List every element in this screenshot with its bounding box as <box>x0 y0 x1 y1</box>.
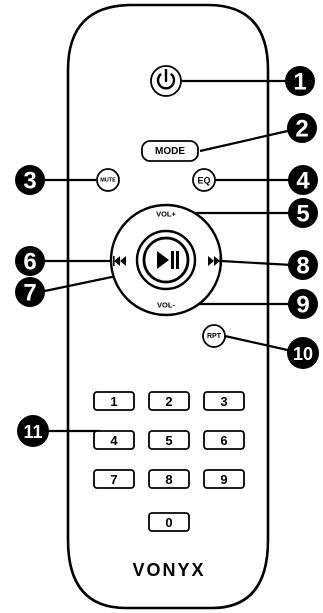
key-9-label: 9 <box>220 472 227 487</box>
eq-button[interactable]: EQ <box>192 168 216 192</box>
power-button[interactable] <box>150 65 182 97</box>
brand-logo: VONYX <box>132 560 205 580</box>
mode-button[interactable]: MODE <box>141 140 199 162</box>
callout-2-label: 2 <box>295 116 308 143</box>
callout-5-label: 5 <box>296 201 309 228</box>
callout-line-10 <box>224 334 293 353</box>
play-pause-icon <box>157 251 179 269</box>
callout-11-label: 11 <box>23 422 42 442</box>
callout-4: 4 <box>288 165 318 195</box>
play-pause-button[interactable] <box>135 229 197 291</box>
key-1-label: 1 <box>110 394 117 409</box>
callout-1-label: 1 <box>293 69 306 96</box>
callout-3-label: 3 <box>23 168 36 195</box>
key-5[interactable]: 5 <box>148 430 190 450</box>
callout-3: 3 <box>15 165 45 195</box>
key-4-label: 4 <box>110 433 118 448</box>
vol-down-button[interactable]: VOL- <box>157 301 175 310</box>
key-8[interactable]: 8 <box>148 469 190 489</box>
callout-line-2 <box>199 128 293 153</box>
key-4[interactable]: 4 <box>93 430 135 450</box>
callout-9-label: 9 <box>296 292 309 319</box>
callout-7: 7 <box>15 277 45 307</box>
key-3-label: 3 <box>220 394 227 409</box>
rpt-button[interactable]: RPT <box>202 324 226 348</box>
skip-back-icon <box>113 256 126 266</box>
callout-7-label: 7 <box>23 280 36 307</box>
key-2[interactable]: 2 <box>148 391 190 411</box>
callout-line-8 <box>220 259 293 267</box>
prev-button[interactable] <box>112 252 130 270</box>
next-button[interactable] <box>204 252 222 270</box>
callout-6: 6 <box>15 246 45 276</box>
skip-forward-icon <box>208 256 221 266</box>
callout-1: 1 <box>285 66 315 96</box>
key-0-label: 0 <box>165 515 172 530</box>
callout-9: 9 <box>288 289 318 319</box>
key-0[interactable]: 0 <box>148 512 190 532</box>
callout-8-label: 8 <box>296 253 309 280</box>
mute-button[interactable]: MUTE <box>96 168 120 192</box>
eq-label: EQ <box>197 176 210 186</box>
key-5-label: 5 <box>165 433 172 448</box>
callout-8: 8 <box>288 250 318 280</box>
callout-10: 10 <box>287 337 319 369</box>
key-3[interactable]: 3 <box>203 391 245 411</box>
rpt-label: RPT <box>207 333 222 340</box>
callout-5: 5 <box>288 198 318 228</box>
power-icon <box>156 68 176 90</box>
callout-10-label: 10 <box>293 344 313 364</box>
callout-11: 11 <box>17 415 49 447</box>
vol-up-button[interactable]: VOL+ <box>156 210 176 219</box>
key-6-label: 6 <box>220 433 227 448</box>
callout-4-label: 4 <box>296 168 310 195</box>
key-2-label: 2 <box>165 394 172 409</box>
key-7[interactable]: 7 <box>93 469 135 489</box>
mode-label: MODE <box>155 146 185 157</box>
key-9[interactable]: 9 <box>203 469 245 489</box>
key-1[interactable]: 1 <box>93 391 135 411</box>
callout-2: 2 <box>287 113 317 143</box>
key-6[interactable]: 6 <box>203 430 245 450</box>
key-8-label: 8 <box>165 472 172 487</box>
mute-label: MUTE <box>100 178 116 184</box>
keypad: 1 2 3 4 5 6 7 8 9 0 <box>93 391 245 532</box>
callout-6-label: 6 <box>23 249 36 276</box>
key-7-label: 7 <box>110 472 117 487</box>
